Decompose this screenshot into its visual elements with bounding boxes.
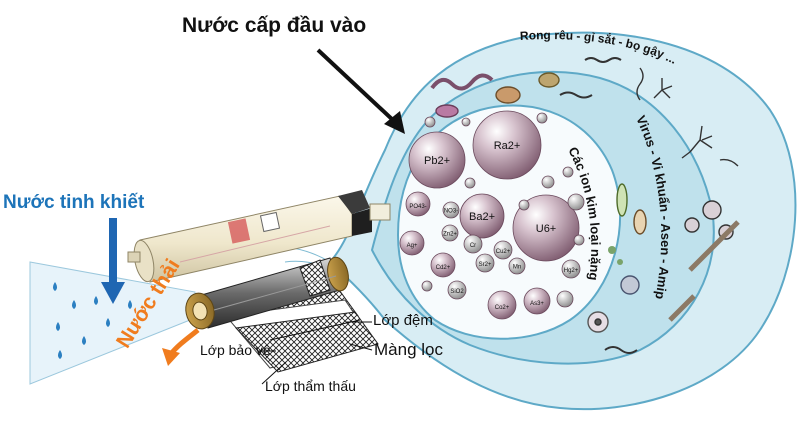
ion-label: U6+ [536, 223, 557, 235]
ion-sphere [408, 131, 466, 189]
ion-sphere [508, 257, 526, 275]
ion-sphere [405, 191, 431, 217]
ion-sphere [447, 280, 467, 300]
ion-sphere [573, 234, 585, 246]
ion-sphere [556, 290, 574, 308]
ion-label: Cr [470, 243, 476, 249]
ion-sphere [487, 290, 517, 320]
ion-sphere [399, 230, 425, 256]
ro-membrane-cartridge [127, 190, 391, 283]
inlet-arrow-icon [316, 48, 405, 134]
ion-sphere [459, 193, 505, 239]
ion-label: Mn [513, 265, 521, 271]
ion-sphere [461, 117, 471, 127]
pure-water-arrow-icon [101, 218, 125, 304]
ion-label: Ra2+ [494, 140, 521, 152]
permeate-layer-label: Lớp thẩm thấu [265, 378, 356, 394]
ion-sphere [493, 240, 513, 260]
ion-sphere [561, 259, 581, 279]
ion-label: Ba2+ [469, 211, 495, 223]
ion-label: Cd2+ [436, 265, 451, 271]
ion-sphere [523, 287, 551, 315]
ion-sphere [567, 193, 585, 211]
ion-sphere [463, 234, 483, 254]
ion-sphere [518, 199, 530, 211]
ion-sphere [464, 177, 476, 189]
heavy-metal-ions: Pb2+ Ra2+ Ba2+ U6+ PO43- NO3- Ag+ Zn2+ Cd2+ CrSr2… [399, 110, 585, 320]
ion-label: SiO2 [450, 289, 464, 295]
ion-label: Hg2+ [564, 268, 579, 274]
ion-sphere [421, 280, 433, 292]
ion-label: Co2+ [495, 305, 510, 311]
ion-sphere [424, 116, 436, 128]
microorganisms [430, 57, 740, 354]
water-droplets [53, 282, 132, 359]
ion-sphere [442, 201, 460, 219]
ion-label: Zn2+ [443, 232, 457, 238]
spiral-wound-element [185, 256, 349, 330]
protective-layer-label: Lớp bảo vệ [200, 342, 271, 358]
cushion-layer-label: Lớp đệm [373, 312, 433, 329]
ion-label: Pb2+ [424, 155, 450, 167]
feed-water-title: Nước cấp đầu vào [182, 14, 367, 37]
ion-sphere [512, 194, 580, 262]
ion-label: Sr2+ [479, 262, 492, 268]
ion-label: PO43- [409, 204, 426, 210]
ion-sphere [472, 110, 542, 180]
ion-sphere [475, 253, 495, 273]
ion-label: NO3- [444, 209, 458, 215]
pure-water-label: Nước tinh khiết [3, 192, 145, 213]
ion-sphere [536, 112, 548, 124]
waste-water-arrow-icon [162, 328, 200, 366]
label-leader-lines [258, 321, 373, 385]
ion-sphere [441, 224, 459, 242]
ion-sphere [430, 252, 456, 278]
ion-sphere [562, 166, 574, 178]
membrane-layer-label: Màng lọc [374, 340, 443, 359]
ion-label: Ag+ [407, 243, 418, 249]
ion-label: As3+ [530, 301, 544, 307]
ion-label: Cu2+ [496, 249, 511, 255]
ion-sphere [541, 175, 555, 189]
